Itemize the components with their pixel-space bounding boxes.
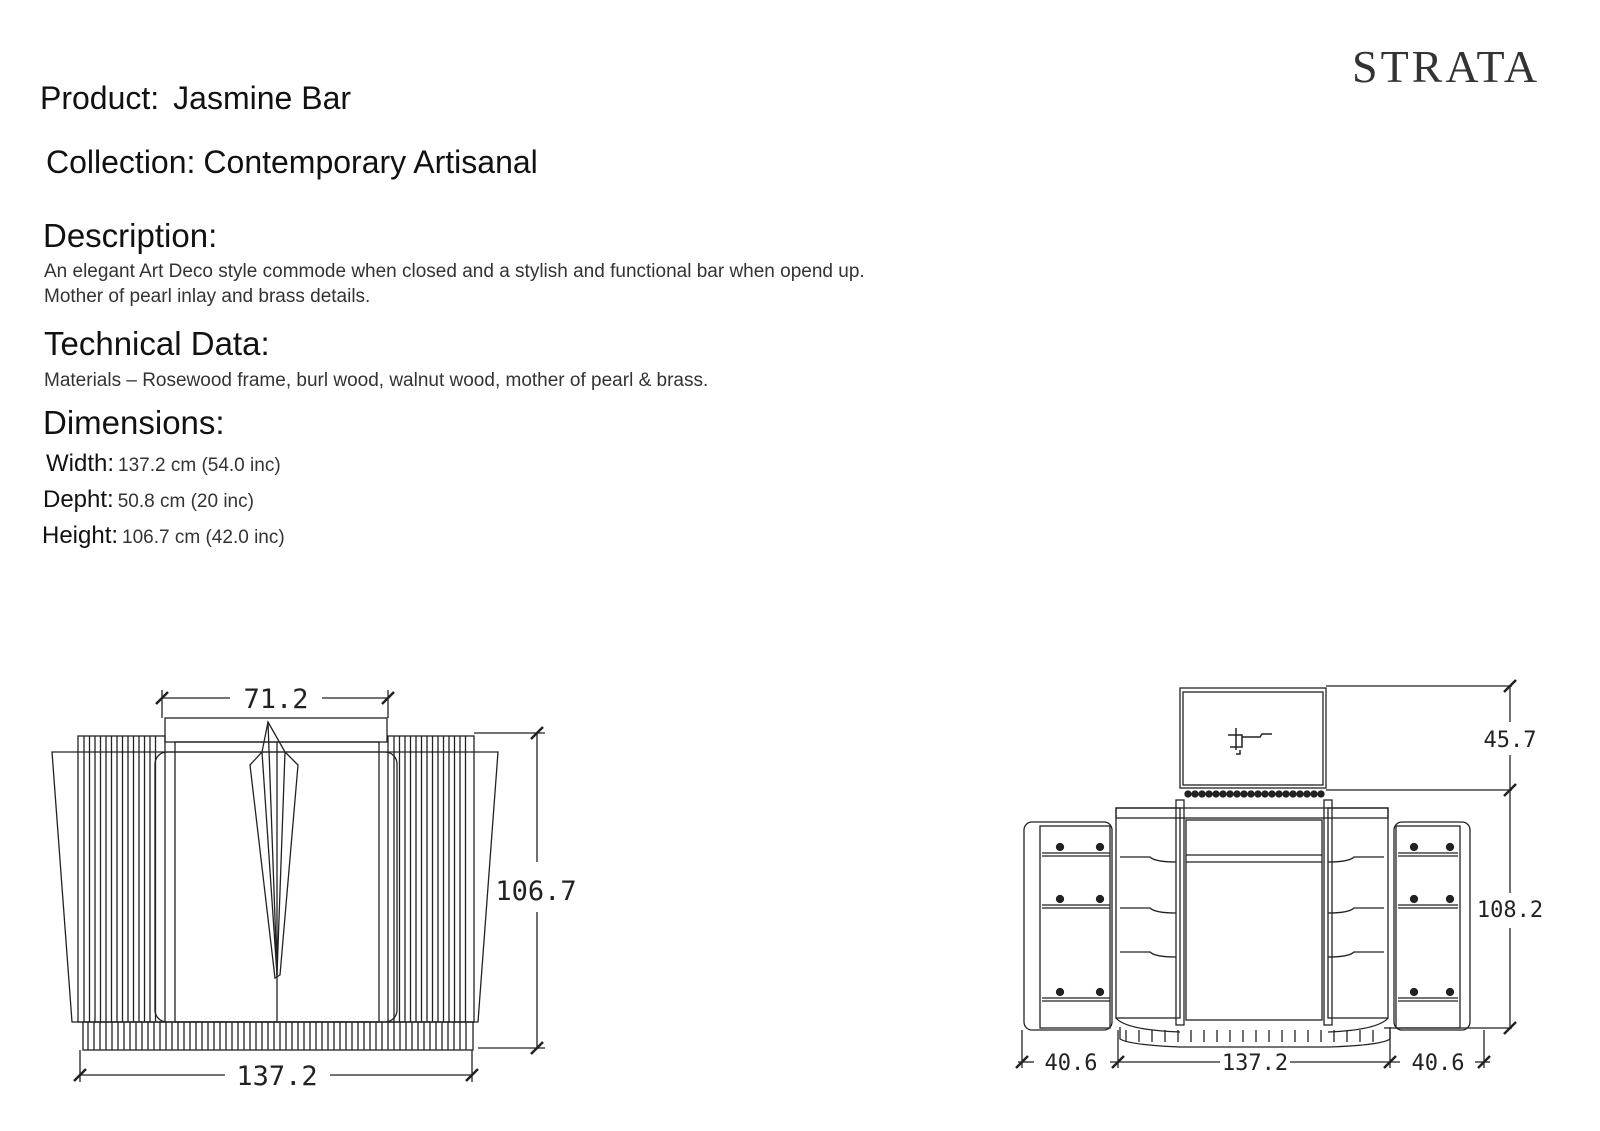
dim-top-height: 45.7 xyxy=(1484,728,1537,753)
bead xyxy=(1289,790,1297,798)
closed-bar-drawing xyxy=(51,690,545,1082)
bead xyxy=(1303,790,1311,798)
bead xyxy=(1184,790,1192,798)
bottle-holder xyxy=(1445,842,1455,852)
dimension-label: Width: xyxy=(46,450,115,477)
bottle-holder xyxy=(1095,842,1105,852)
bead xyxy=(1247,790,1255,798)
bead xyxy=(1317,790,1325,798)
dimension-value: 137.2 cm (54.0 inc) xyxy=(118,455,281,476)
bead-row xyxy=(1184,790,1325,798)
dim-top-width: 71.2 xyxy=(243,684,308,715)
bead xyxy=(1198,790,1206,798)
bead xyxy=(1240,790,1248,798)
bottle-holder xyxy=(1409,894,1419,904)
bead xyxy=(1310,790,1318,798)
dimension-label: Height: xyxy=(42,522,119,549)
collection-name: Contemporary Artisanal xyxy=(203,144,538,180)
materials-text: Materials – Rosewood frame, burl wood, w… xyxy=(44,370,709,391)
dim-open-width: 137.2 xyxy=(1222,1051,1288,1076)
bottle-holder xyxy=(1445,987,1455,997)
bottle-holder xyxy=(1095,894,1105,904)
product-name: Jasmine Bar xyxy=(173,80,352,116)
bead xyxy=(1191,790,1199,798)
dim-width: 137.2 xyxy=(236,1061,317,1092)
collection-line: Collection:Contemporary Artisanal xyxy=(46,144,538,181)
inlay-motif xyxy=(1228,728,1272,755)
bottle-holder xyxy=(1055,894,1065,904)
dimension-depth: Depht:50.8 cm (20 inc) xyxy=(43,486,254,514)
dimension-label: Depht: xyxy=(43,486,114,513)
dimension-lines xyxy=(73,690,545,1082)
flutes-right xyxy=(393,736,467,1022)
bead xyxy=(1296,790,1304,798)
flutes-left xyxy=(83,736,157,1022)
bead xyxy=(1212,790,1220,798)
bottle-holder xyxy=(1095,987,1105,997)
bead xyxy=(1219,790,1227,798)
bottle-holder xyxy=(1055,987,1065,997)
dim-height: 106.7 xyxy=(495,876,576,907)
product-line: Product: Jasmine Bar xyxy=(40,80,351,117)
dimension-lines xyxy=(1015,679,1517,1069)
technical-heading: Technical Data: xyxy=(44,325,270,362)
description-heading: Description: xyxy=(43,217,218,254)
dimension-height: Height:106.7 cm (42.0 inc) xyxy=(42,522,285,550)
door-shelves xyxy=(1042,842,1458,1002)
product-label: Product: xyxy=(40,80,160,116)
bead xyxy=(1268,790,1276,798)
brand-logo: STRATA xyxy=(1352,41,1541,92)
bead xyxy=(1282,790,1290,798)
bead xyxy=(1226,790,1234,798)
bead xyxy=(1254,790,1262,798)
dimensions-heading: Dimensions: xyxy=(43,404,225,441)
collection-label: Collection: xyxy=(46,144,196,180)
dim-body-height: 108.2 xyxy=(1477,898,1543,923)
description-line-1: An elegant Art Deco style commode when c… xyxy=(44,261,865,282)
dim-left-wing: 40.6 xyxy=(1045,1051,1098,1076)
bottle-holder xyxy=(1409,987,1419,997)
bead xyxy=(1233,790,1241,798)
bead xyxy=(1261,790,1269,798)
bottle-holder xyxy=(1055,842,1065,852)
fan-motif xyxy=(249,720,299,980)
dimension-value: 106.7 cm (42.0 inc) xyxy=(122,527,285,548)
open-bar-drawing xyxy=(1015,679,1517,1069)
bottle-holder xyxy=(1445,894,1455,904)
bead xyxy=(1205,790,1213,798)
description-line-2: Mother of pearl inlay and brass details. xyxy=(44,286,371,307)
dimension-value: 50.8 cm (20 inc) xyxy=(117,491,254,512)
bottle-holder xyxy=(1409,842,1419,852)
dim-right-wing: 40.6 xyxy=(1412,1051,1465,1076)
dimension-width: Width:137.2 cm (54.0 inc) xyxy=(46,450,281,478)
bead xyxy=(1275,790,1283,798)
